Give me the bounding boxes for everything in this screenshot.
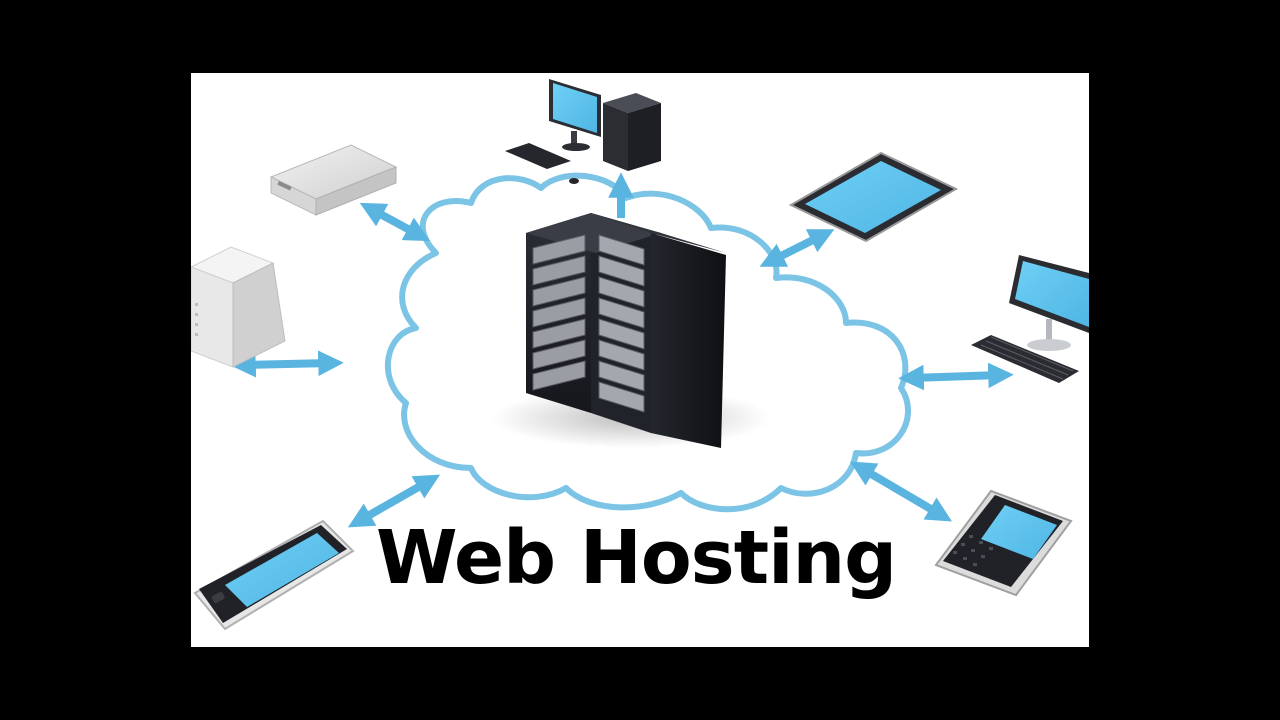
monitor-keyboard-icon bbox=[971, 255, 1089, 383]
tablet-icon bbox=[788, 151, 959, 243]
arrow-left bbox=[230, 350, 344, 378]
smartphone-icon bbox=[193, 519, 355, 631]
smartphone-keyboard-icon bbox=[934, 489, 1073, 597]
desktop-computer-icon bbox=[505, 79, 661, 184]
arrow-top-right bbox=[759, 229, 835, 267]
connector-arrows bbox=[230, 172, 1014, 528]
diagram-canvas: Web Hosting bbox=[191, 73, 1089, 647]
arrow-right bbox=[898, 362, 1014, 391]
arrow-bottom-left bbox=[347, 474, 441, 528]
router-box-icon bbox=[269, 144, 398, 216]
arrow-bottom-right bbox=[849, 461, 953, 522]
page-title: Web Hosting bbox=[376, 515, 897, 601]
server-rack-icon bbox=[526, 213, 726, 448]
arrow-top-left bbox=[359, 202, 431, 242]
tower-case-icon bbox=[191, 246, 286, 368]
hosting-diagram bbox=[191, 79, 1089, 631]
